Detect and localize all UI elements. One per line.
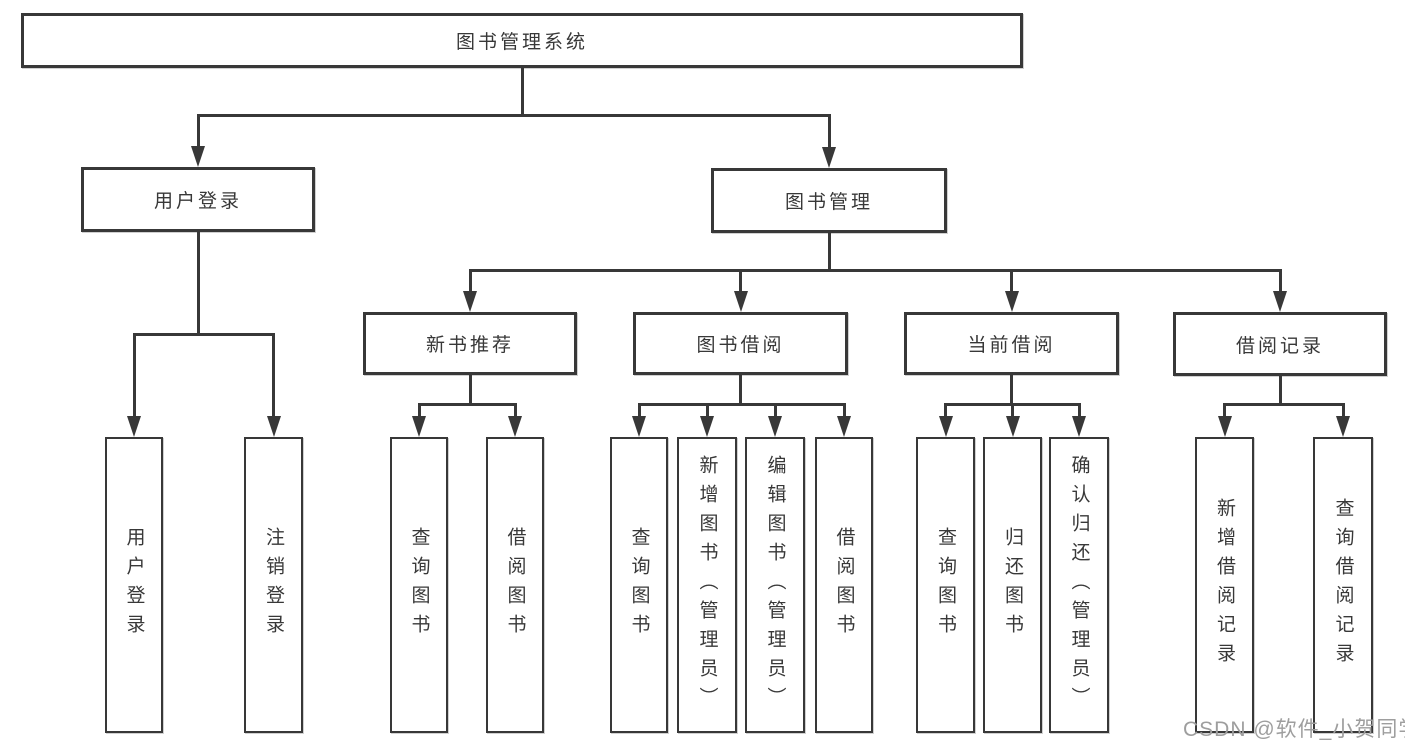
arrow-down-icon [463,291,477,312]
arrow-down-icon [1004,291,1019,312]
connector-line [1011,402,1014,419]
leaf-add-borrow-record: 新增借阅记录 [1195,437,1254,733]
leaf-user-login: 用户登录 [105,437,163,733]
connector-line [637,402,641,419]
connector-line [417,402,517,406]
connector-line [417,402,421,419]
connector-line [739,375,742,405]
arrow-down-icon [632,416,646,437]
arrow-down-icon [1005,416,1020,437]
arrow-down-icon [837,416,851,437]
arrow-down-icon [1072,416,1086,437]
arrow-down-icon [938,416,953,437]
node-current-borrowing: 当前借阅 [904,312,1119,375]
connector-line [1278,268,1282,294]
arrow-down-icon [1217,416,1232,437]
connector-line [513,402,517,419]
connector-line [637,402,846,406]
connector-line [272,333,275,418]
leaf-confirm-return-admin: 确认归还（管理员） [1049,437,1109,733]
arrow-down-icon [1336,416,1350,437]
arrow-down-icon [1273,291,1287,312]
connector-line [468,268,1282,272]
csdn-watermark: CSDN @软件_小贺同学 [1183,718,1405,741]
arrow-down-icon [412,416,426,437]
arrow-down-icon [266,416,281,437]
arrow-down-icon [191,146,205,167]
connector-line [739,268,742,294]
connector-line [196,232,200,335]
node-borrowing-records: 借阅记录 [1173,312,1387,376]
connector-line [1010,375,1013,405]
connector-line [520,68,524,117]
leaf-query-books-borrowing: 查询图书 [610,437,668,733]
connector-line [468,268,472,294]
connector-line [842,402,846,419]
arrow-down-icon [508,416,522,437]
connector-line [773,402,777,419]
connector-line [944,402,947,419]
connector-line [468,375,472,405]
connector-line [132,333,275,336]
connector-line [1077,402,1081,419]
arrow-down-icon [700,416,714,437]
connector-line [827,114,831,149]
node-book-borrowing: 图书借阅 [633,312,848,375]
leaf-query-books-current: 查询图书 [916,437,975,733]
arrow-down-icon [127,416,141,437]
connector-line [196,114,200,148]
connector-line [132,333,136,418]
leaf-borrow-books-borrowing: 借阅图书 [815,437,873,733]
leaf-query-books-recommend: 查询图书 [390,437,448,733]
arrow-down-icon [822,147,836,168]
arrow-down-icon [733,291,748,312]
connector-line [827,233,831,271]
leaf-add-book-admin: 新增图书（管理员） [677,437,737,733]
leaf-logout: 注销登录 [244,437,303,733]
node-new-book-recommendation: 新书推荐 [363,312,577,375]
connector-line [705,402,709,419]
connector-line [1223,402,1226,419]
leaf-query-borrow-record: 查询借阅记录 [1313,437,1373,733]
leaf-edit-book-admin: 编辑图书（管理员） [745,437,805,733]
connector-line [1278,376,1282,405]
arrow-down-icon [768,416,782,437]
node-book-management: 图书管理 [711,168,947,233]
connector-line [1341,402,1345,419]
node-library-management-system: 图书管理系统 [21,13,1023,68]
connector-line [1223,402,1345,406]
node-user-login: 用户登录 [81,167,315,232]
leaf-borrow-books-recommend: 借阅图书 [486,437,544,733]
leaf-return-book: 归还图书 [983,437,1042,733]
connector-line [196,114,831,117]
connector-line [1010,268,1013,294]
